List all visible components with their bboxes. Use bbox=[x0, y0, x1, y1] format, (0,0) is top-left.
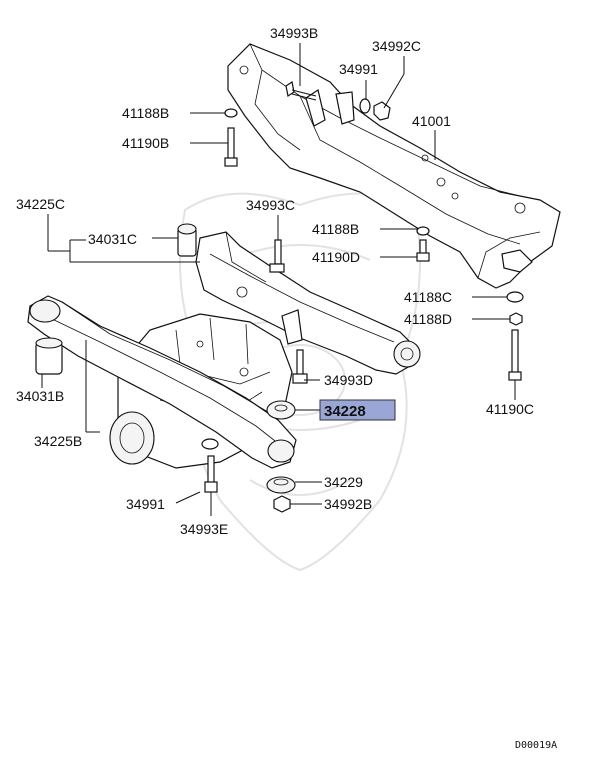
label-34991-bottom[interactable]: 34991 bbox=[126, 496, 165, 512]
label-41190d[interactable]: 41190D bbox=[312, 249, 360, 265]
diagram-code: D00019A bbox=[515, 740, 557, 751]
label-34991-top[interactable]: 34991 bbox=[339, 61, 378, 77]
label-34031c[interactable]: 34031C bbox=[88, 231, 137, 247]
label-34993e[interactable]: 34993E bbox=[180, 521, 228, 537]
highlight-box bbox=[319, 399, 396, 421]
label-41001[interactable]: 41001 bbox=[412, 113, 451, 129]
label-34229[interactable]: 34229 bbox=[324, 474, 363, 490]
diff-support-member-34225c bbox=[195, 231, 421, 375]
label-34031b[interactable]: 34031B bbox=[16, 388, 64, 404]
diff-mount-arm-34225b bbox=[27, 295, 297, 469]
crossmember-41001 bbox=[227, 43, 561, 289]
label-34225c[interactable]: 34225C bbox=[16, 196, 65, 212]
label-41190b[interactable]: 41190B bbox=[122, 135, 169, 151]
label-34993b[interactable]: 34993B bbox=[270, 25, 318, 41]
bushing-34031c bbox=[177, 223, 197, 257]
bushing-34031b bbox=[35, 337, 63, 375]
label-41188b-right[interactable]: 41188B bbox=[312, 221, 359, 237]
label-34225b[interactable]: 34225B bbox=[34, 433, 82, 449]
label-41188b-left[interactable]: 41188B bbox=[122, 105, 169, 121]
label-41190c[interactable]: 41190C bbox=[486, 401, 534, 417]
label-41188c[interactable]: 41188C bbox=[404, 289, 452, 305]
label-34992c[interactable]: 34992C bbox=[372, 38, 421, 54]
leader-lines bbox=[41, 43, 516, 516]
label-41188d[interactable]: 41188D bbox=[404, 311, 452, 327]
highlight-34228[interactable]: 34228 bbox=[319, 399, 396, 421]
label-34228[interactable]: 34228 bbox=[324, 403, 366, 420]
label-34993d[interactable]: 34993D bbox=[324, 372, 373, 388]
callout-labels: 34993B 34992C 34991 41001 41188B 41190B … bbox=[16, 25, 534, 537]
label-34992b[interactable]: 34992B bbox=[324, 496, 372, 512]
label-34993c[interactable]: 34993C bbox=[246, 197, 295, 213]
